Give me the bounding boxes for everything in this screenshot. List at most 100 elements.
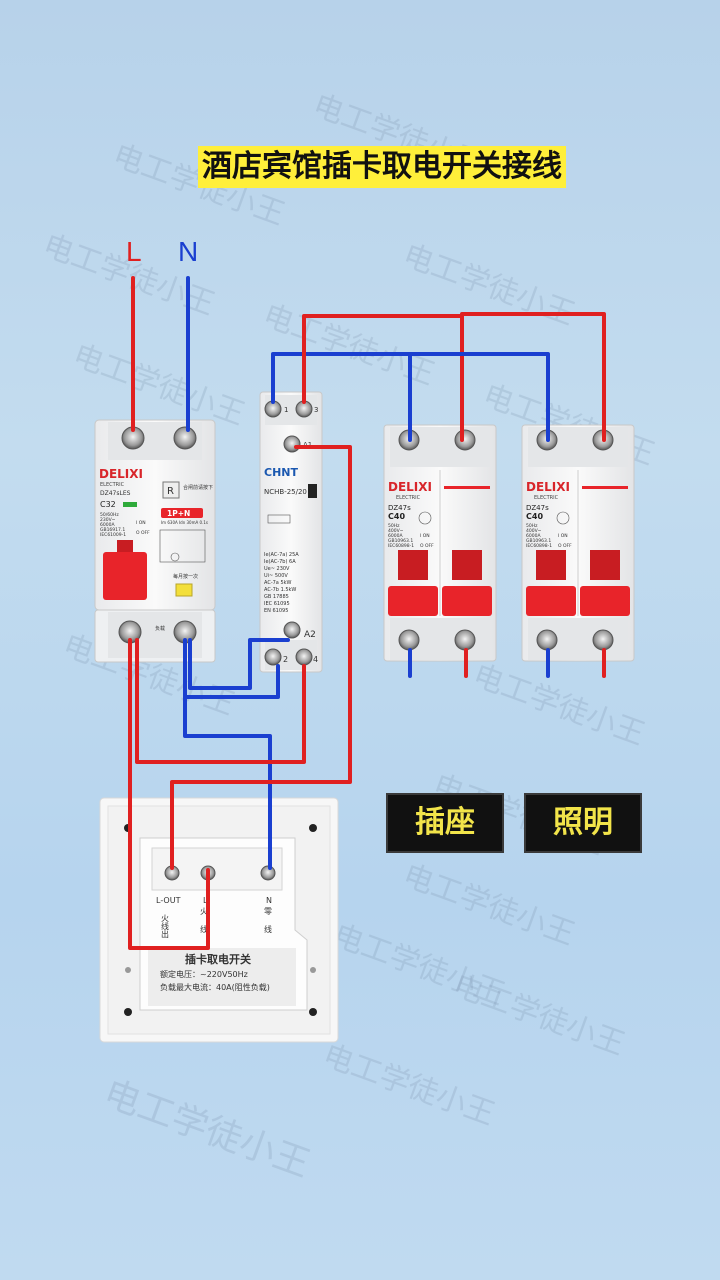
contactor-screw-a1 bbox=[283, 435, 301, 453]
mcb-rating: C40 bbox=[388, 512, 405, 521]
mcb-model: DZ47s bbox=[388, 504, 411, 512]
rcbo-brand: DELIXI bbox=[99, 467, 143, 481]
wire-l-to-mcb1 bbox=[302, 314, 464, 442]
contactor-spec: GB 17885 bbox=[264, 594, 289, 600]
switch-max-current: 负载最大电流：40A(阻性负载) bbox=[160, 982, 270, 992]
mcb-handle[interactable] bbox=[442, 586, 492, 616]
mcb-screw-bottom-l bbox=[454, 629, 476, 651]
contactor-a2: A2 bbox=[304, 630, 316, 640]
wire-n-to-mcb1 bbox=[271, 352, 412, 442]
contactor-spec: EN 61095 bbox=[264, 608, 288, 614]
rcbo-breaker: DELIXI ELECTRIC DZ47sLES C32 R 合闸前请按下 1P… bbox=[94, 419, 216, 663]
mcb-handle-base bbox=[536, 550, 566, 580]
mcb-spec1: 50Hz bbox=[388, 523, 400, 529]
mcb-spec1: 50Hz bbox=[526, 523, 538, 529]
switch-lout: L-OUT bbox=[156, 896, 181, 905]
switch-l-cn2: 线 bbox=[200, 924, 208, 934]
mcb-lighting-breaker: DELIXIELECTRICDZ47sC4050Hz400V~6000AGB10… bbox=[521, 424, 635, 662]
contactor-spec: AC-7b 1.5kW bbox=[264, 587, 296, 593]
switch-rated-voltage: 额定电压：~220V50Hz bbox=[160, 969, 248, 979]
switch-name: 插卡取电开关 bbox=[185, 952, 251, 966]
mcb-handle[interactable] bbox=[526, 586, 576, 616]
contactor-spec: AC-7a 5kW bbox=[264, 580, 292, 586]
mcb-cert-icon bbox=[418, 511, 432, 525]
label-n: N bbox=[178, 236, 199, 267]
wire-n-to-mcb2 bbox=[408, 352, 550, 442]
contactor-screw-4 bbox=[295, 648, 313, 666]
switch-n-cn2: 线 bbox=[264, 924, 272, 934]
mcb-handle-base bbox=[590, 550, 620, 580]
switch-screw-n bbox=[260, 865, 276, 881]
wire-l-to-contactor-4 bbox=[135, 638, 306, 764]
contactor-t1: 1 bbox=[284, 406, 288, 414]
switch-l-cn1: 火 bbox=[200, 907, 208, 916]
switch-n: N bbox=[266, 896, 272, 905]
rcbo-rating: C32 bbox=[100, 500, 116, 509]
contactor-screw-a2 bbox=[283, 621, 301, 639]
contactor-spec: IEC 61095 bbox=[264, 601, 290, 607]
switch-l: L bbox=[203, 896, 208, 905]
card-power-switch: L-OUT 火线出 L 火 线 N 零 线 插卡取电开关 额定电压：~220V5… bbox=[99, 797, 339, 1043]
mcb-spec3: 6000A bbox=[526, 533, 541, 539]
mcb-spec2: 400V~ bbox=[388, 528, 404, 534]
contactor-screw-2 bbox=[264, 648, 282, 666]
rcbo-schematic bbox=[159, 529, 206, 563]
switch-lout-cn: 火线出 bbox=[161, 914, 170, 939]
contactor-spec: Ie(AC-7b) 6A bbox=[264, 559, 296, 565]
rcbo-pole-badge bbox=[161, 508, 203, 518]
contactor-brand: CHNT bbox=[264, 466, 298, 479]
mcb-screw-top-l bbox=[454, 429, 476, 451]
rcbo-reset-button[interactable] bbox=[162, 481, 180, 499]
mcb-sub: ELECTRIC bbox=[534, 495, 559, 501]
rcbo-handle[interactable] bbox=[103, 552, 147, 600]
rcbo-spec1: 50/60Hz bbox=[100, 512, 119, 518]
rcbo-on: I ON bbox=[136, 520, 146, 526]
mcb-stripe bbox=[582, 486, 628, 489]
mcb-handle[interactable] bbox=[580, 586, 630, 616]
rcbo-cert-icon bbox=[170, 552, 180, 562]
mcb-brand: DELIXI bbox=[388, 480, 432, 494]
mcb-on: I ON bbox=[558, 533, 568, 539]
mcb-handle-base bbox=[398, 550, 428, 580]
mcb-socket-breaker: DELIXIELECTRICDZ47sC4050Hz400V~6000AGB10… bbox=[383, 424, 497, 662]
contactor-spec: Ui~ 500V bbox=[264, 573, 288, 579]
mcb-iec: IEC60898-1 bbox=[526, 543, 552, 549]
rcbo-sub: ELECTRIC bbox=[100, 482, 125, 488]
wire-lout-to-a1 bbox=[170, 445, 352, 870]
rcbo-spec2: 230V~ bbox=[100, 517, 116, 523]
mcb-off: O OFF bbox=[420, 543, 434, 549]
mcb-screw-bottom-l bbox=[592, 629, 614, 651]
mcb-off: O OFF bbox=[558, 543, 572, 549]
tag-socket: 插座 bbox=[386, 793, 504, 853]
rcbo-load-label: 负载 bbox=[155, 625, 165, 632]
rcbo-spec3: 6000A bbox=[100, 522, 115, 528]
mcb-model: DZ47s bbox=[526, 504, 549, 512]
mcb-spec3: 6000A bbox=[388, 533, 403, 539]
mcb-spec2: 400V~ bbox=[526, 528, 542, 534]
mcb-handle[interactable] bbox=[388, 586, 438, 616]
wire-n-to-switch bbox=[183, 658, 272, 870]
rcbo-test-note: 每月按一次 bbox=[173, 573, 198, 580]
mcb-cert-icon bbox=[556, 511, 570, 525]
mcb-handle-base bbox=[452, 550, 482, 580]
rcbo-trip: Im 630A Idn 30mA 0.1s bbox=[161, 520, 208, 525]
mcb-std: GB10963.1 bbox=[526, 538, 551, 544]
mcb-stripe bbox=[444, 486, 490, 489]
mcb-on: I ON bbox=[420, 533, 430, 539]
contactor: 1 3 A1 A2 2 4 CHNT NCHB-25/20 Ie(AC-7a) … bbox=[259, 391, 323, 673]
rcbo-indicator bbox=[123, 502, 137, 507]
contactor-model: NCHB-25/20 bbox=[264, 488, 307, 496]
mcb-sub: ELECTRIC bbox=[396, 495, 421, 501]
mcb-screw-bottom-n bbox=[398, 629, 420, 651]
wire-l-to-mcb2 bbox=[460, 312, 606, 442]
label-l: L bbox=[126, 236, 142, 267]
mcb-iec: IEC60898-1 bbox=[388, 543, 414, 549]
mcb-screw-bottom-n bbox=[536, 629, 558, 651]
switch-n-cn1: 零 bbox=[264, 907, 272, 916]
mcb-rating: C40 bbox=[526, 512, 543, 521]
rcbo-test-button[interactable] bbox=[175, 583, 193, 597]
wire-l-to-switch bbox=[128, 638, 210, 950]
rcbo-reset-note: 合闸前请按下 bbox=[183, 484, 213, 491]
